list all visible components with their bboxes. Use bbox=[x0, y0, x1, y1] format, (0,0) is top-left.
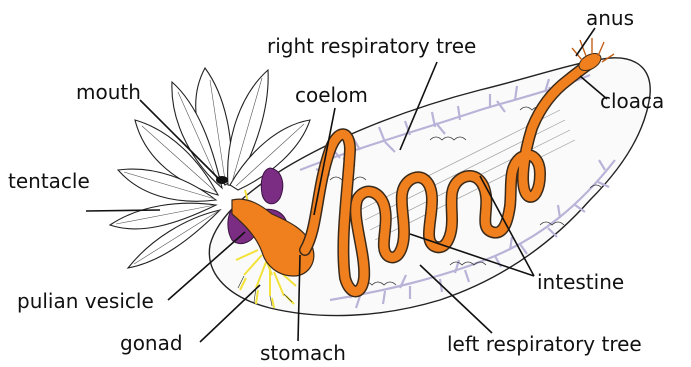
label-intestine: intestine bbox=[537, 272, 624, 292]
label-stomach: stomach bbox=[260, 343, 346, 363]
label-cloaca: cloaca bbox=[600, 91, 664, 111]
label-mouth: mouth bbox=[76, 82, 141, 102]
leader-tentacle bbox=[86, 210, 160, 211]
label-gonad: gonad bbox=[120, 333, 183, 353]
label-anus: anus bbox=[586, 8, 634, 28]
label-right-respiratory-tree: right respiratory tree bbox=[267, 36, 476, 56]
leader-gonad bbox=[200, 285, 260, 342]
label-left-respiratory-tree: left respiratory tree bbox=[447, 334, 642, 354]
label-pulian-vesicle: pulian vesicle bbox=[17, 291, 154, 311]
label-coelom: coelom bbox=[295, 85, 368, 105]
label-tentacle: tentacle bbox=[8, 171, 90, 191]
